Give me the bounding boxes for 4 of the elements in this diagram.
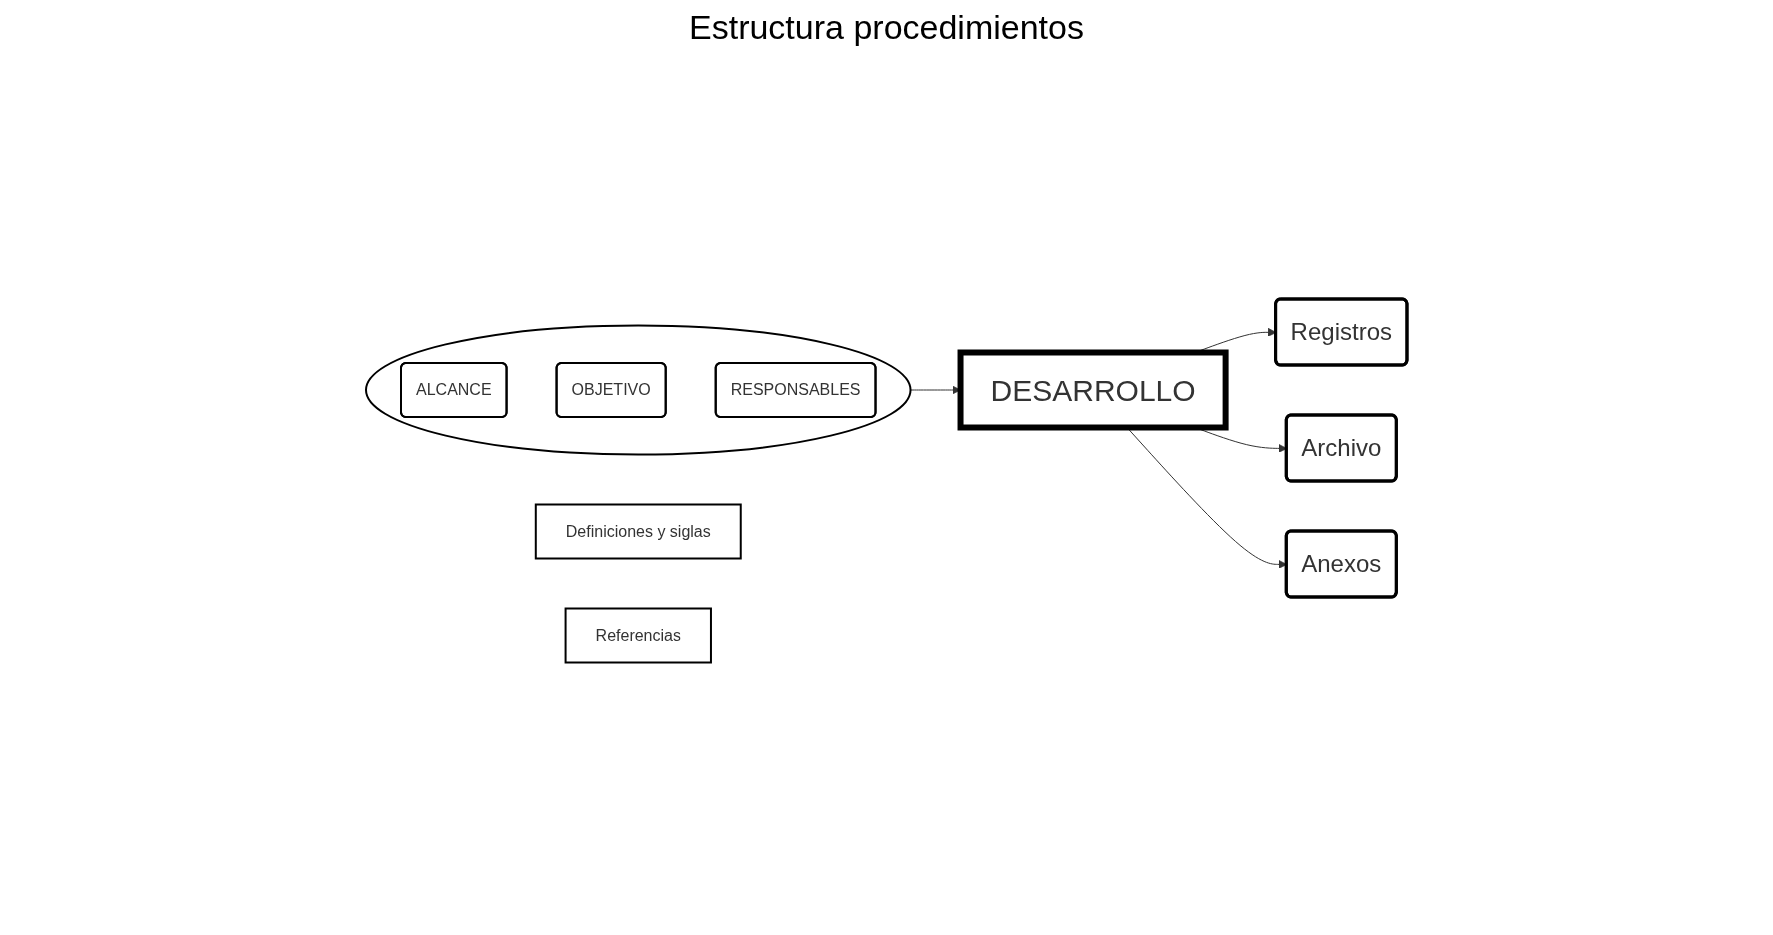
node-box: DESARROLLO [957,349,1229,431]
node-box: Referencias [564,607,712,664]
diagram-title: Estructura procedimientos [688,8,1085,47]
node-box: Definiciones y siglas [534,503,742,560]
